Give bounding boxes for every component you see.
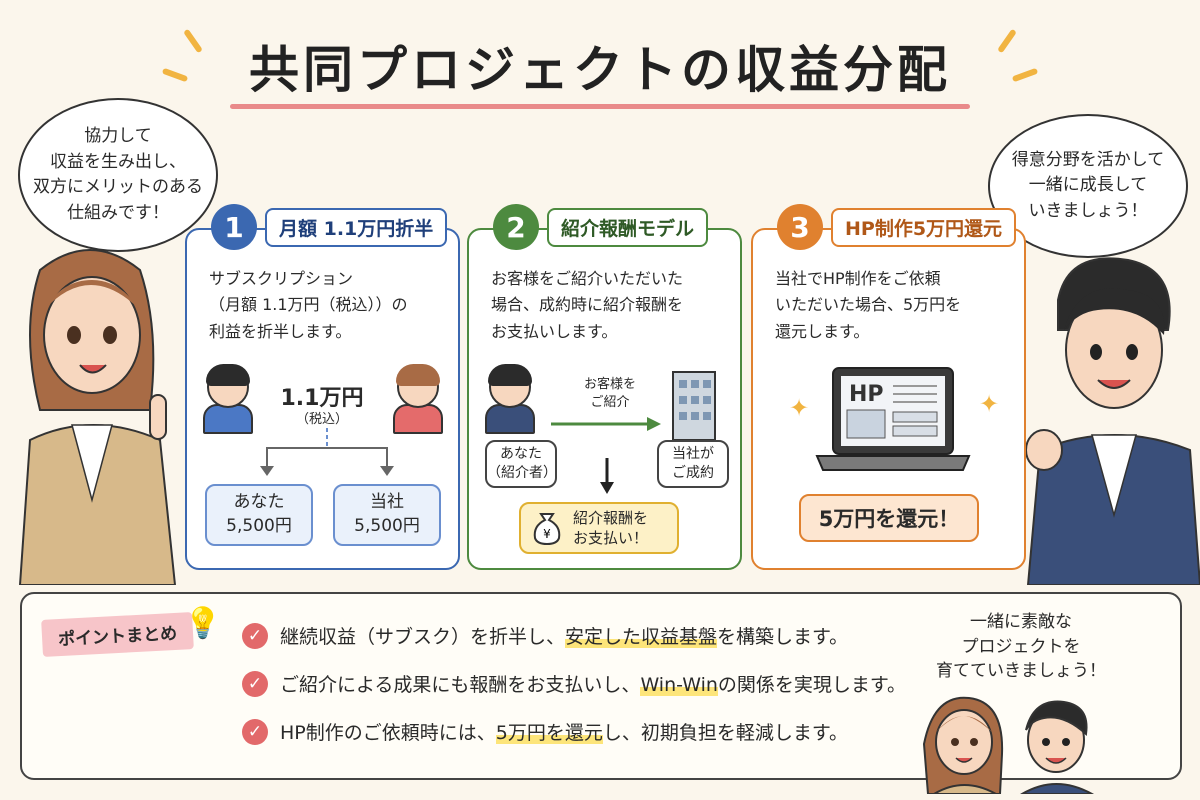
laptop-icon xyxy=(815,367,971,471)
card-1-description: サブスクリプション （月額 1.1万円（税込））の 利益を折半します。 xyxy=(209,269,408,341)
svg-text:¥: ¥ xyxy=(543,527,551,541)
card-2-label: 紹介報酬モデル xyxy=(547,207,709,247)
split-box-company: 当社 5,500円 xyxy=(333,484,441,546)
card-hp-refund: 3 HP制作5万円還元 当社でHP制作をご依頼 いただいた場合、5万円を 還元し… xyxy=(751,204,1026,570)
right-bubble-text: 得意分野を活かして 一緒に成長して いきましょう！ xyxy=(1011,149,1165,221)
card-monthly-split: 1 月額 1.1万円折半 サブスクリプション （月額 1.1万円（税込））の 利… xyxy=(185,204,460,570)
sparkle-icon: ✦ xyxy=(979,390,1000,418)
card-3-label: HP制作5万円還元 xyxy=(831,207,1017,247)
arrow-down-icon xyxy=(600,458,614,494)
card-1-label: 月額 1.1万円折半 xyxy=(265,207,448,247)
split-company-value: 5,500円 xyxy=(354,516,420,536)
amount-label: 1.1万円 xyxy=(280,386,364,411)
split-you-name: あなた xyxy=(233,492,285,513)
title-underline xyxy=(230,104,970,109)
check-icon: ✓ xyxy=(242,622,268,649)
summary-point-2: ✓ ご紹介による成果にも報酬をお支払いし、Win-Winの関係を実現します。 xyxy=(242,670,906,697)
arrow-label: お客様を ご紹介 xyxy=(583,377,636,410)
card-2-description: お客様をご紹介いただいた 場合、成約時に紹介報酬を お支払いします。 xyxy=(491,269,684,341)
point-3-text: HP制作のご依頼時には、5万円を還元し、初期負担を軽減します。 xyxy=(280,722,848,744)
left-speech-bubble: 協力して 収益を生み出し、 双方にメリットのある 仕組みです！ xyxy=(18,98,218,252)
card-referral-reward: 2 紹介報酬モデル お客様をご紹介いただいた 場合、成約時に紹介報酬を お支払い… xyxy=(467,204,742,570)
refund-box: 5万円を還元！ xyxy=(799,494,979,542)
split-company-name: 当社 xyxy=(370,492,404,513)
card-1-header: 1 月額 1.1万円折半 xyxy=(211,204,448,250)
building-icon xyxy=(672,371,716,441)
card-3-number: 3 xyxy=(777,204,823,250)
pair-illustration xyxy=(922,696,1095,794)
summary-point-1: ✓ 継続収益（サブスク）を折半し、安定した収益基盤を構築します。 xyxy=(242,622,848,649)
company-box: 当社が ご成約 xyxy=(657,440,729,488)
card-1-number: 1 xyxy=(211,204,257,250)
summary-tag: ポイントまとめ xyxy=(41,612,194,657)
split-you-value: 5,500円 xyxy=(226,516,292,536)
summary-point-3: ✓ HP制作のご依頼時には、5万円を還元し、初期負担を軽減します。 xyxy=(242,718,848,745)
reward-box: ¥ 紹介報酬を お支払い！ xyxy=(519,502,679,554)
referrer-box: あなた （紹介者） xyxy=(485,440,557,488)
man-illustration xyxy=(1025,257,1200,585)
point-1-text: 継続収益（サブスク）を折半し、安定した収益基盤を構築します。 xyxy=(280,626,849,648)
woman-avatar xyxy=(393,364,443,434)
point-2-text: ご紹介による成果にも報酬をお支払いし、Win-Winの関係を実現します。 xyxy=(280,674,907,696)
tax-label: （税込） xyxy=(295,412,348,427)
check-icon: ✓ xyxy=(242,670,268,697)
left-bubble-text: 協力して 収益を生み出し、 双方にメリットのある 仕組みです！ xyxy=(33,126,203,223)
split-arrows xyxy=(260,428,394,476)
sparkle-icon: ✦ xyxy=(789,394,810,422)
reward-text: 紹介報酬を お支払い！ xyxy=(573,508,649,547)
money-bag-icon: ¥ xyxy=(533,513,561,546)
page-title: 共同プロジェクトの収益分配 xyxy=(249,41,951,99)
arrow-right-icon xyxy=(551,417,661,431)
card-2-header: 2 紹介報酬モデル xyxy=(493,204,709,250)
card-3-description: 当社でHP制作をご依頼 いただいた場合、5万円を 還元します。 xyxy=(775,269,962,341)
screen-hp-text: HP xyxy=(849,382,884,407)
referrer-avatar xyxy=(485,364,535,434)
man-avatar xyxy=(203,364,253,434)
split-box-you: あなた 5,500円 xyxy=(205,484,313,546)
card-3-header: 3 HP制作5万円還元 xyxy=(777,204,1017,250)
woman-illustration xyxy=(18,249,177,585)
check-icon: ✓ xyxy=(242,718,268,745)
card-2-number: 2 xyxy=(493,204,539,250)
closing-message: 一緒に素敵な プロジェクトを 育てていきましょう！ xyxy=(936,612,1106,682)
lightbulb-icon: 💡 xyxy=(184,606,222,641)
